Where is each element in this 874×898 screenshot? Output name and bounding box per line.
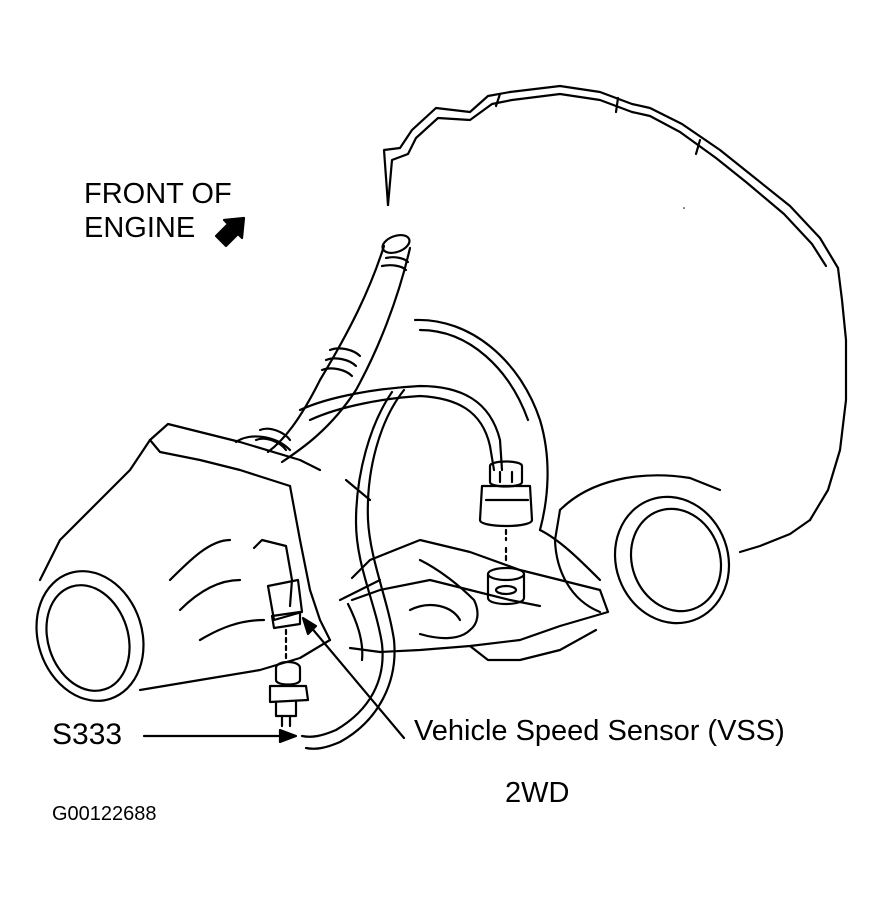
output-housing [553, 474, 731, 625]
arrow-icon [214, 216, 246, 248]
speck [683, 207, 685, 209]
case-body [348, 318, 610, 662]
vss-leader [301, 616, 406, 740]
connector-id-label: S333 [52, 718, 123, 751]
s333-leader [142, 728, 298, 744]
figure-id-label: G00122688 [52, 803, 157, 825]
sensor-name-label: Vehicle Speed Sensor (VSS) [414, 715, 785, 747]
drive-type-label: 2WD [505, 777, 570, 809]
transmission-case-outline [382, 84, 848, 554]
tailshaft-extension [35, 422, 332, 702]
case-vss-sensor [478, 460, 534, 606]
front-of-engine-label-line2: ENGINE [84, 212, 196, 244]
tailshaft-vss-sensor [252, 538, 310, 728]
front-of-engine-label-line1: FRONT OF [84, 178, 232, 210]
vent-tube [234, 233, 412, 464]
wiring-harness [298, 384, 504, 750]
